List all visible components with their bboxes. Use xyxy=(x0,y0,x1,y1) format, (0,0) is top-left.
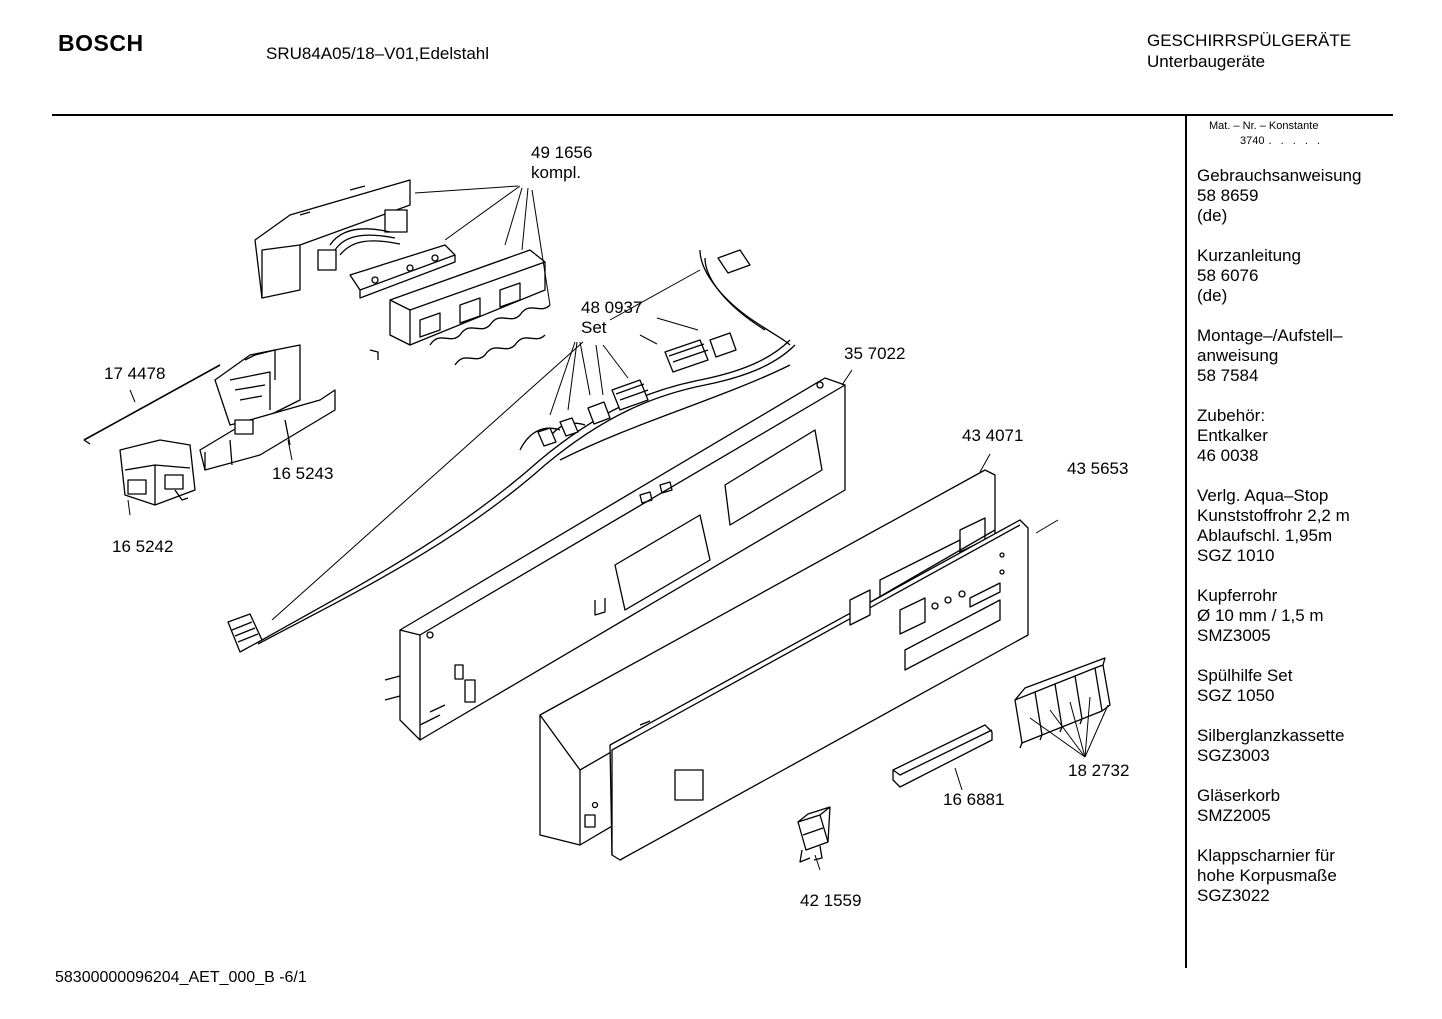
part-note: kompl. xyxy=(531,163,582,182)
model-title: SRU84A05/18–V01,Edelstahl xyxy=(266,44,490,63)
list-item-line: Klappscharnier für xyxy=(1197,846,1335,865)
part-label-182732: 18 2732 xyxy=(1068,761,1130,780)
matnr-value: 3740 xyxy=(1240,135,1265,147)
switch-module xyxy=(119,439,196,506)
sidebar-divider xyxy=(1185,116,1187,968)
list-item: Klappscharnier für hohe Korpusmaße SGZ30… xyxy=(1197,846,1361,906)
wiring-harness xyxy=(227,249,796,653)
list-item-line: SGZ 1050 xyxy=(1197,686,1275,705)
list-item: Kupferrohr Ø 10 mm / 1,5 m SMZ3005 xyxy=(1197,586,1361,646)
header-divider xyxy=(52,114,1393,116)
list-item-line: SGZ 1010 xyxy=(1197,546,1275,565)
list-item-line: Kurzanleitung xyxy=(1197,246,1301,265)
list-item-line: Zubehör: xyxy=(1197,406,1266,425)
list-item-line: Gläserkorb xyxy=(1197,786,1281,805)
list-item: Gläserkorb SMZ2005 xyxy=(1197,786,1361,826)
button-strip xyxy=(892,724,993,788)
main-switch xyxy=(199,344,336,471)
list-item-line: (de) xyxy=(1197,286,1228,305)
list-item: Spülhilfe Set SGZ 1050 xyxy=(1197,666,1361,706)
part-label-421559: 42 1559 xyxy=(800,891,862,910)
list-item: Verlg. Aqua–Stop Kunststoffrohr 2,2 m Ab… xyxy=(1197,486,1361,566)
category-heading: GESCHIRRSPÜLGERÄTE Unterbaugeräte xyxy=(1147,30,1351,72)
list-item-line: Silberglanzkassette xyxy=(1197,726,1345,745)
leader-lines xyxy=(127,185,1109,871)
list-item-line: Spülhilfe Set xyxy=(1197,666,1293,685)
matnr-box: Mat. – Nr. – Konstante 3740. . . . . xyxy=(1209,119,1323,149)
brand-logo: BOSCH xyxy=(58,30,144,56)
list-item-line: SMZ3005 xyxy=(1197,626,1271,645)
list-item-line: SGZ3022 xyxy=(1197,886,1270,905)
exploded-view-drawing xyxy=(83,179,1111,871)
program-buttons xyxy=(1014,657,1111,749)
part-number: 48 0937 xyxy=(581,298,643,317)
list-item-line: SMZ2005 xyxy=(1197,806,1271,825)
matnr-label: Mat. – Nr. – Konstante xyxy=(1209,120,1319,132)
list-item: Zubehör: Entkalker 46 0038 xyxy=(1197,406,1361,466)
document-id: 58300000096204_AET_000_B -6/1 xyxy=(55,969,307,986)
knob xyxy=(797,806,831,863)
list-item-line: Montage–/Aufstell– xyxy=(1197,326,1343,345)
accessory-list: Gebrauchsanweisung 58 8659 (de) Kurzanle… xyxy=(1197,166,1361,926)
part-label-165242: 16 5242 xyxy=(112,537,174,556)
list-item: Gebrauchsanweisung 58 8659 (de) xyxy=(1197,166,1361,226)
facia-panel xyxy=(609,519,1029,861)
list-item: Kurzanleitung 58 6076 (de) xyxy=(1197,246,1361,306)
part-label-435653: 43 5653 xyxy=(1067,459,1129,478)
control-board-assembly xyxy=(254,179,551,366)
list-item-line: Entkalker xyxy=(1197,426,1268,445)
list-item-line: Kunststoffrohr 2,2 m xyxy=(1197,506,1350,525)
list-item-line: Kupferrohr xyxy=(1197,586,1278,605)
list-item-line: 46 0038 xyxy=(1197,446,1259,465)
part-label-480937: 48 0937 Set xyxy=(581,298,642,338)
pushrod xyxy=(83,364,221,441)
list-item-line: Ø 10 mm / 1,5 m xyxy=(1197,606,1324,625)
part-label-174478: 17 4478 xyxy=(104,364,166,383)
list-item-line: 58 7584 xyxy=(1197,366,1259,385)
part-label-165243: 16 5243 xyxy=(272,464,334,483)
part-label-166881: 16 6881 xyxy=(943,790,1005,809)
list-item-line: (de) xyxy=(1197,206,1228,225)
part-note: Set xyxy=(581,318,607,337)
list-item-line: Verlg. Aqua–Stop xyxy=(1197,486,1329,505)
part-label-434071: 43 4071 xyxy=(962,426,1024,445)
matnr-dots: . . . . . xyxy=(1268,135,1323,147)
part-number: 49 1656 xyxy=(531,143,593,162)
list-item: Silberglanzkassette SGZ3003 xyxy=(1197,726,1361,766)
list-item-line: hohe Korpusmaße xyxy=(1197,866,1337,885)
control-panel-frame xyxy=(384,377,846,741)
list-item-line: 58 6076 xyxy=(1197,266,1259,285)
category-line-1: GESCHIRRSPÜLGERÄTE xyxy=(1147,31,1352,50)
list-item-line: 58 8659 xyxy=(1197,186,1259,205)
part-label-357022: 35 7022 xyxy=(844,344,906,363)
list-item-line: Ablaufschl. 1,95m xyxy=(1197,526,1333,545)
list-item-line: Gebrauchsanweisung xyxy=(1197,166,1362,185)
part-label-491656: 49 1656 kompl. xyxy=(531,143,592,183)
list-item: Montage–/Aufstell– anweisung 58 7584 xyxy=(1197,326,1361,386)
category-line-2: Unterbaugeräte xyxy=(1147,52,1266,71)
list-item-line: anweisung xyxy=(1197,346,1279,365)
list-item-line: SGZ3003 xyxy=(1197,746,1270,765)
